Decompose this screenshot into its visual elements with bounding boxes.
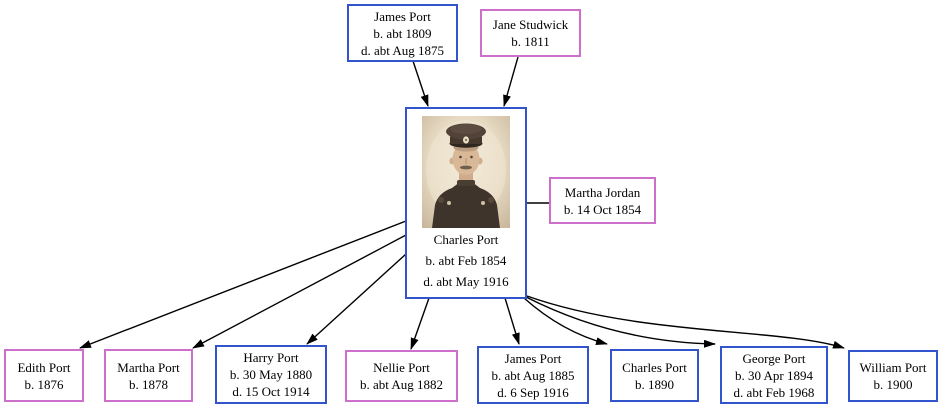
person-birth: b. 1890: [635, 376, 674, 392]
person-name: Martha Jordan: [564, 184, 641, 200]
person-name: Nellie Port: [373, 360, 430, 375]
person-birth: b. 1811: [511, 34, 550, 49]
person-node-spouse-martha-jordan[interactable]: Martha Jordan b. 14 Oct 1854: [549, 177, 656, 224]
person-node-child-nellie-port[interactable]: Nellie Port b. abt Aug 1882: [345, 350, 458, 402]
person-node-child-martha-port[interactable]: Martha Port b. 1878: [104, 349, 193, 402]
person-name: Charles Port: [433, 232, 499, 247]
person-name: Charles Port: [622, 359, 687, 375]
person-node-child-william-port[interactable]: William Port b. 1900: [848, 350, 938, 402]
edge-subject-to-harry: [306, 253, 407, 345]
edge-subject-to-edith: [79, 220, 407, 349]
person-birth: b. abt Feb 1854: [425, 253, 507, 268]
person-birth: b. abt Aug 1885: [491, 367, 575, 383]
person-birth: b. abt 1809: [373, 25, 432, 41]
person-name: James Port: [374, 8, 431, 24]
person-death: d. 6 Sep 1916: [497, 384, 569, 400]
edge-subject-to-charles: [523, 297, 608, 346]
person-node-child-george-port[interactable]: George Port b. 30 Apr 1894 d. abt Feb 19…: [720, 346, 828, 404]
person-node-child-charles-port[interactable]: Charles Port b. 1890: [610, 349, 699, 402]
person-name: Edith Port: [17, 359, 71, 375]
edge-subject-to-william: [526, 295, 845, 349]
person-node-child-harry-port[interactable]: Harry Port b. 30 May 1880 d. 15 Oct 1914: [215, 345, 327, 404]
person-birth: b. 30 Apr 1894: [735, 367, 813, 383]
person-node-father-james-port[interactable]: James Port b. abt 1809 d. abt Aug 1875: [347, 4, 458, 62]
person-node-child-james-port[interactable]: James Port b. abt Aug 1885 d. 6 Sep 1916: [477, 346, 589, 404]
person-name: Harry Port: [243, 350, 299, 365]
person-node-child-edith-port[interactable]: Edith Port b. 1876: [4, 349, 84, 402]
person-name: William Port: [859, 360, 927, 375]
edge-subject-to-james: [504, 297, 520, 345]
person-birth: b. 1900: [873, 377, 913, 392]
person-name: James Port: [504, 350, 562, 366]
person-death: d. abt May 1916: [423, 274, 509, 289]
person-name: Martha Port: [117, 359, 180, 375]
person-death: d. abt Aug 1875: [360, 42, 445, 58]
person-name: George Port: [742, 350, 806, 366]
person-death: d. 15 Oct 1914: [232, 384, 310, 399]
portrait-photo: [422, 116, 510, 228]
person-death: d. abt Feb 1968: [733, 384, 815, 400]
person-birth: b. abt Aug 1882: [359, 377, 444, 392]
edge-mother-to-subject: [503, 56, 519, 107]
edge-father-to-subject: [412, 60, 429, 107]
person-birth: b. 14 Oct 1854: [563, 201, 642, 217]
person-birth: b. 30 May 1880: [229, 367, 313, 382]
edge-subject-to-george: [525, 296, 716, 348]
person-birth: b. 1876: [24, 376, 64, 392]
person-birth: b. 1878: [129, 376, 168, 392]
person-node-subject-charles-port[interactable]: Charles Port b. abt Feb 1854 d. abt May …: [405, 107, 527, 299]
person-node-mother-jane-studwick[interactable]: Jane Studwick b. 1811: [480, 9, 581, 57]
edge-subject-to-martha: [192, 234, 407, 349]
person-name: Jane Studwick: [492, 17, 569, 32]
edge-subject-to-nellie: [410, 297, 430, 350]
